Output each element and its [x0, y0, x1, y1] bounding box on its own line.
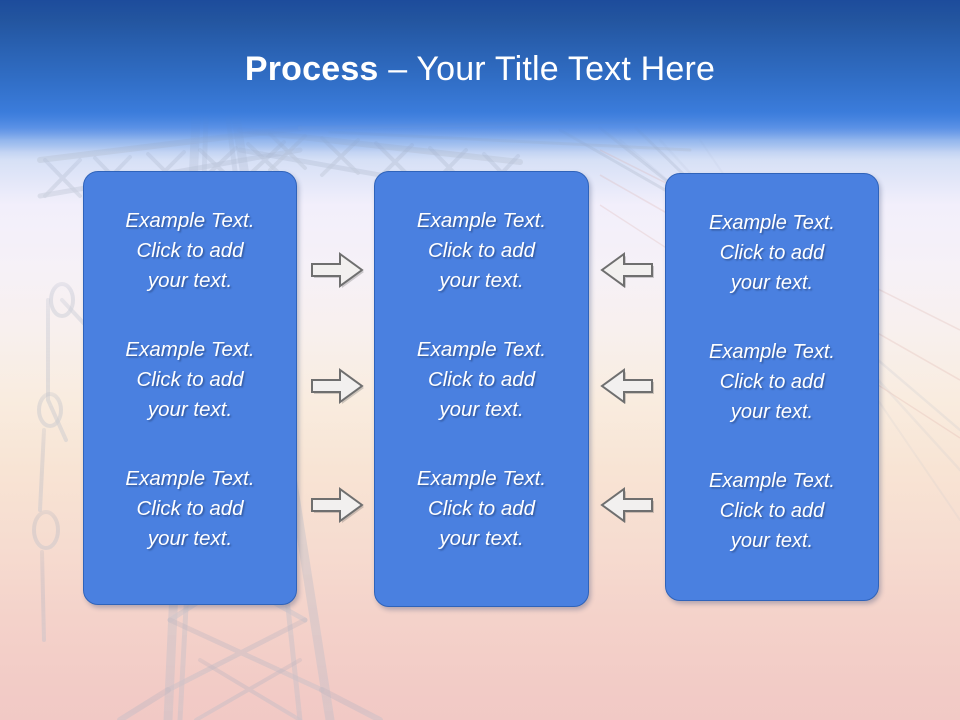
arrow-left-icon[interactable] — [600, 368, 654, 404]
text-placeholder[interactable]: Example Text. Click to add your text. — [416, 467, 547, 550]
page-title-light: – Your Title Text Here — [378, 50, 716, 88]
arrow-left-icon[interactable] — [600, 252, 654, 288]
process-column-3[interactable]: Example Text. Click to add your text. Ex… — [665, 173, 879, 601]
text-placeholder[interactable]: Example Text. Click to add your text. — [416, 209, 547, 292]
page-title: Process – Your Title Text Here — [0, 48, 960, 90]
page-title-bold: Process — [244, 50, 379, 88]
text-placeholder[interactable]: Example Text. Click to add your text. — [125, 209, 255, 292]
arrow-right-icon[interactable] — [310, 368, 364, 404]
title-banner: Process – Your Title Text Here — [0, 0, 960, 152]
text-placeholder[interactable]: Example Text. Click to add your text. — [125, 467, 255, 550]
text-placeholder[interactable]: Example Text. Click to add your text. — [709, 470, 835, 552]
arrow-left-icon[interactable] — [600, 487, 654, 523]
process-column-2[interactable]: Example Text. Click to add your text. Ex… — [374, 171, 589, 607]
text-placeholder[interactable]: Example Text. Click to add your text. — [709, 341, 835, 423]
process-column-1[interactable]: Example Text. Click to add your text. Ex… — [83, 171, 297, 605]
text-placeholder[interactable]: Example Text. Click to add your text. — [125, 338, 255, 421]
text-placeholder[interactable]: Example Text. Click to add your text. — [416, 338, 547, 421]
arrow-right-icon[interactable] — [310, 487, 364, 523]
text-placeholder[interactable]: Example Text. Click to add your text. — [709, 212, 835, 294]
arrow-right-icon[interactable] — [310, 252, 364, 288]
